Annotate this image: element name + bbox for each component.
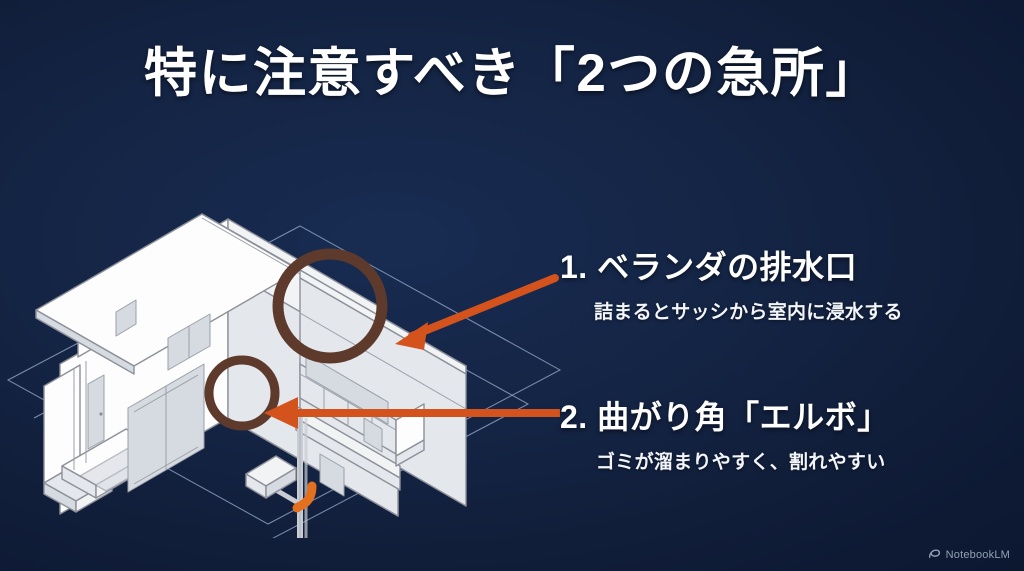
callout-1-heading: 1. ベランダの排水口 xyxy=(560,242,903,288)
highlight-ring-elbow xyxy=(204,355,280,431)
watermark: NotebookLM xyxy=(928,548,1010,561)
house-roof xyxy=(35,213,467,375)
arrow-to-balcony-drain xyxy=(395,274,559,350)
windows-left xyxy=(87,299,211,493)
callout-balcony-drain: 1. ベランダの排水口 詰まるとサッシから室内に浸水する xyxy=(560,242,903,324)
highlight-ring-balcony-drain xyxy=(272,248,388,364)
callout-1-subtitle: 詰まるとサッシから室内に浸水する xyxy=(594,302,903,323)
callout-2-title: 曲がり角「エルボ」 xyxy=(597,399,890,435)
notebooklm-logo-icon xyxy=(928,549,940,558)
arrow-to-elbow xyxy=(264,397,560,429)
house-illustration: .ol { stroke:#8d9099; stroke-width:1.4; … xyxy=(6,213,562,538)
drain-pipes xyxy=(245,414,317,538)
callout-2-number: 2. xyxy=(560,399,588,435)
callout-1-title: ベランダの排水口 xyxy=(597,249,858,285)
watermark-label: NotebookLM xyxy=(945,548,1010,561)
callout-elbow: 2. 曲がり角「エルボ」 ゴミが溜まりやすく、割れやすい xyxy=(560,392,890,474)
callout-2-heading: 2. 曲がり角「エルボ」 xyxy=(560,392,890,438)
callout-2-subtitle: ゴミが溜まりやすく、割れやすい xyxy=(596,452,886,473)
callout-1-number: 1. xyxy=(560,249,588,285)
page-title: 特に注意すべき「2つの急所」 xyxy=(144,44,880,103)
windows-right xyxy=(319,417,383,497)
